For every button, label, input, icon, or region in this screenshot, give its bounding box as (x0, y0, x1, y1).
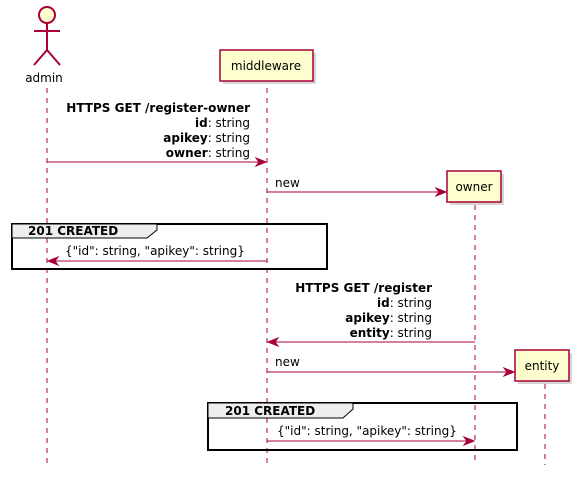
arrow-head-icon (462, 435, 476, 447)
arrow-head-icon (266, 336, 280, 348)
middleware-label: middleware (231, 59, 301, 73)
message-label: new (275, 176, 300, 190)
message-new-owner: new (267, 176, 448, 198)
message-label: {"id": string, "apikey": string} (277, 424, 457, 438)
arrow-head-icon (434, 186, 448, 198)
owner-label: owner (455, 180, 492, 194)
entity-participant: entity (514, 349, 572, 384)
actor-head-icon (38, 6, 56, 24)
group-201-created-2: 201 CREATED {"id": string, "apikey": str… (207, 402, 518, 451)
middleware-participant: middleware (219, 49, 316, 84)
group-tab (207, 402, 354, 419)
message-param: id: string (377, 296, 432, 310)
message-label: new (275, 355, 300, 369)
message-label: {"id": string, "apikey": string} (65, 244, 245, 258)
arrow-head-icon (254, 156, 268, 168)
arrow-head-icon (502, 366, 516, 378)
group-tab (11, 223, 158, 239)
group-frame (207, 402, 518, 451)
message-register-owner: HTTPS GET /register-owner id: string api… (47, 101, 268, 168)
message-register: HTTPS GET /register id: string apikey: s… (266, 281, 475, 348)
group-label: 201 CREATED (28, 224, 118, 238)
message-new-entity: new (267, 355, 516, 378)
arrow-head-icon (46, 255, 60, 267)
entity-label: entity (525, 359, 560, 373)
message-title: HTTPS GET /register-owner (66, 101, 250, 115)
owner-participant: owner (446, 170, 504, 205)
message-param: entity: string (350, 326, 432, 340)
message-param: owner: string (166, 146, 250, 160)
message-title: HTTPS GET /register (295, 281, 432, 295)
group-201-created-1: 201 CREATED {"id": string, "apikey": str… (11, 223, 328, 270)
message-param: id: string (195, 116, 250, 130)
admin-label: admin (25, 71, 63, 85)
admin-actor: admin (25, 6, 63, 85)
group-frame (11, 223, 328, 270)
message-param: apikey: string (163, 131, 250, 145)
message-param: apikey: string (345, 311, 432, 325)
group-label: 201 CREATED (225, 404, 315, 418)
